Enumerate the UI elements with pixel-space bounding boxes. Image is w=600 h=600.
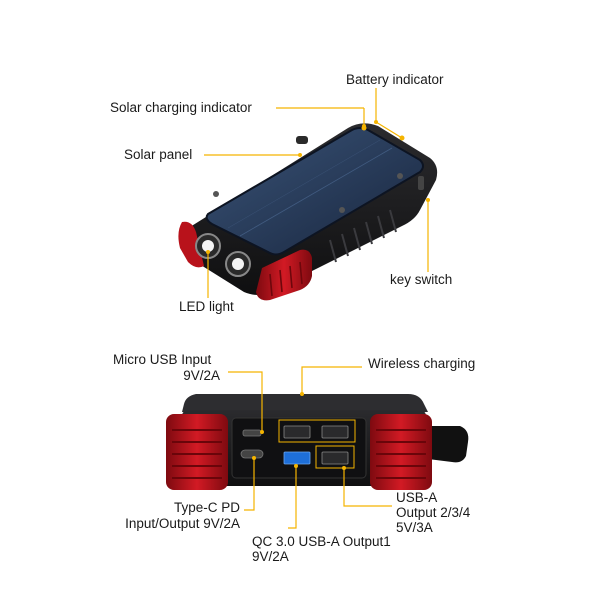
label-micro-usb-input: Micro USB Input bbox=[113, 352, 212, 367]
highlight-box-usb-a-4 bbox=[315, 445, 355, 469]
led-light bbox=[195, 233, 251, 277]
power-bank-port-view bbox=[166, 394, 469, 490]
label-solar-panel: Solar panel bbox=[124, 147, 193, 162]
shell-top-edge bbox=[182, 394, 428, 412]
usb-a-port-4 bbox=[321, 451, 349, 465]
red-bumper-left bbox=[178, 221, 204, 268]
label-key-switch: key switch bbox=[390, 272, 453, 287]
leader-dots-bottom bbox=[252, 392, 346, 470]
side-ribs bbox=[329, 209, 397, 263]
label-solar-charging-indicator: Solar charging indicator bbox=[110, 100, 252, 115]
label-qc-spec: 9V/2A bbox=[252, 549, 289, 564]
red-bumper-front bbox=[256, 249, 312, 301]
screw bbox=[397, 173, 403, 179]
type-c-port bbox=[240, 449, 264, 459]
label-led-light: LED light bbox=[179, 299, 234, 314]
usb-a-port-2 bbox=[283, 425, 311, 439]
micro-usb-port bbox=[242, 429, 262, 437]
lanyard-hole bbox=[296, 136, 308, 144]
lanyard-strap bbox=[420, 426, 469, 463]
label-usb-a: USB-A bbox=[396, 490, 438, 505]
red-bumper-left bbox=[166, 414, 228, 490]
usb-a-port-3 bbox=[321, 425, 349, 439]
bumper-ribs bbox=[269, 261, 303, 297]
label-qc-usb-a: QC 3.0 USB-A Output1 bbox=[252, 534, 391, 549]
power-bank-top-view bbox=[178, 123, 438, 301]
bumper-ribs bbox=[172, 429, 426, 479]
red-bumper-right bbox=[370, 414, 432, 490]
qc-usb-a-port-1 bbox=[283, 451, 311, 465]
screw bbox=[339, 207, 345, 213]
label-battery-indicator: Battery indicator bbox=[346, 72, 444, 87]
label-usb-a-spec: 5V/3A bbox=[396, 520, 433, 535]
highlight-box-usb-a bbox=[278, 419, 356, 443]
leader-lines-bottom bbox=[228, 366, 392, 529]
label-type-c-spec: Input/Output 9V/2A bbox=[125, 516, 240, 531]
label-micro-usb-spec: 9V/2A bbox=[183, 368, 220, 383]
label-usb-a-outputs: Output 2/3/4 bbox=[396, 505, 471, 520]
screw bbox=[213, 191, 219, 197]
leader-dots-top bbox=[206, 120, 430, 254]
key-switch bbox=[418, 176, 424, 190]
label-wireless-charging: Wireless charging bbox=[368, 356, 476, 371]
label-type-c-pd: Type-C PD bbox=[173, 500, 240, 515]
